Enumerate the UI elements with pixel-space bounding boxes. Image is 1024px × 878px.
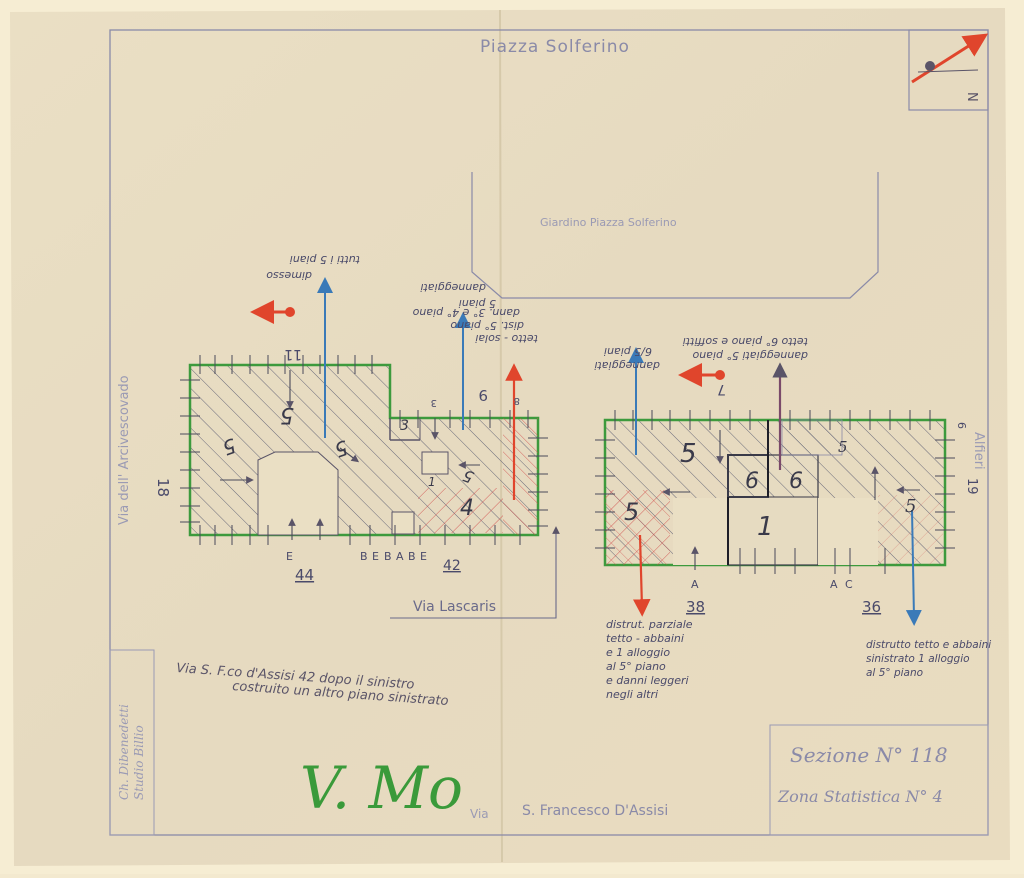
stamp: Ch. Dibenedetti Studio Billio xyxy=(109,649,155,836)
street-piazza-solferino: Piazza Solferino xyxy=(480,37,630,57)
cell-number: 4 xyxy=(460,496,474,521)
note-n9-a: tetto - solai xyxy=(475,332,538,345)
note-n9-mid: danneggiati xyxy=(420,281,486,294)
lot-label: A xyxy=(396,550,404,563)
garden-outline xyxy=(471,172,879,299)
lot-label: A xyxy=(691,578,699,591)
cell-number: 5 xyxy=(905,496,916,517)
note-line: negli altri xyxy=(606,688,658,701)
number-3: 3 xyxy=(431,397,437,408)
note-n7-b: danneggiati 5° piano xyxy=(692,349,808,362)
lot-label: E xyxy=(286,550,293,563)
number-36: 36 xyxy=(862,598,881,616)
section-zone: Zona Statistica N° 4 xyxy=(777,787,943,806)
compass: N xyxy=(908,29,989,111)
cell-number: 5 xyxy=(680,439,697,469)
street-via-label: Via xyxy=(470,807,489,821)
block-numbers: 44 42 38 36 18 19 6 11 7 9 8 3 xyxy=(154,346,979,616)
section-box: Sezione N° 118 Zona Statistica N° 4 xyxy=(769,724,989,836)
garden-label: Giardino Piazza Solferino xyxy=(540,216,677,229)
lot-label: A xyxy=(830,578,838,591)
damage-arrows xyxy=(250,277,922,626)
number-7: 7 xyxy=(717,381,726,397)
note-line: sinistrato 1 alloggio xyxy=(866,653,970,665)
block-right xyxy=(603,418,947,567)
note-line: tetto - abbaini xyxy=(606,632,684,645)
cell-number: 3 xyxy=(400,418,409,434)
number-9: 9 xyxy=(478,386,488,404)
note-38: distrut. parziale tetto - abbaini e 1 al… xyxy=(606,618,693,701)
lot-labels: E B E B A B E A A C xyxy=(286,550,853,591)
lot-label: B xyxy=(408,550,416,563)
number-18: 18 xyxy=(154,478,172,497)
number-11: 11 xyxy=(284,346,302,362)
cell-number: 5 xyxy=(280,402,294,427)
number-42: 42 xyxy=(443,558,461,574)
note-line: distrutto tetto e abbaini xyxy=(866,639,991,651)
stamp-line: Ch. Dibenedetti xyxy=(117,704,131,800)
note-line: al 5° piano xyxy=(866,667,923,679)
lot-label: E xyxy=(372,550,379,563)
block-arrows xyxy=(220,370,920,570)
note-n7-a: tetto 6° piano e soffitti xyxy=(683,335,808,348)
cell-number: 6 xyxy=(789,469,803,494)
note-line: al 5° piano xyxy=(606,660,666,673)
note-line: e danni leggeri xyxy=(606,674,689,687)
note-line: distrut. parziale xyxy=(606,618,693,631)
block-right-ticks xyxy=(595,410,955,574)
cell-number: 1 xyxy=(757,512,774,542)
number-19: 19 xyxy=(964,478,979,495)
cell-numbers: 5 5 5 5 6 6 1 5 5 4 1 3 xyxy=(219,402,803,542)
note-36: distrutto tetto e abbaini sinistrato 1 a… xyxy=(866,639,991,679)
street-francesco-assisi: S. Francesco D'Assisi xyxy=(522,803,668,819)
street-lascaris: Via Lascaris xyxy=(413,599,496,615)
note-n9-c: dann. 3° e 4° piano xyxy=(412,306,520,319)
street-alfieri: Alfieri xyxy=(971,432,986,470)
number-44: 44 xyxy=(295,566,314,584)
lot-label: B xyxy=(360,550,368,563)
block-left-ticks xyxy=(180,355,548,545)
note-n11-lower: dimesso xyxy=(266,269,312,282)
note-n11-upper: tutti i 5 piani xyxy=(290,253,360,266)
frame xyxy=(109,29,989,836)
section-title: Sezione N° 118 xyxy=(790,743,948,767)
number-8: 8 xyxy=(514,395,520,406)
note-n9-top: 5 piani xyxy=(459,297,496,310)
cell-number: 6 xyxy=(745,469,759,494)
stamp-line: Studio Billio xyxy=(132,725,146,800)
lot-label: E xyxy=(420,550,427,563)
cell-number: 5 xyxy=(624,498,639,526)
compass-letter: N xyxy=(964,92,979,102)
handwritten-notes: tutti i 5 piani dimesso 5 piani danneggi… xyxy=(266,253,808,372)
number-6: 6 xyxy=(955,422,968,429)
note-n38-a: 6/5 piani xyxy=(604,345,652,358)
note-n38-b: danneggiati xyxy=(594,359,660,372)
note-line: e 1 alloggio xyxy=(606,646,670,659)
lot-label: C xyxy=(845,578,853,591)
lascaris-arrow xyxy=(390,526,560,619)
lot-label: B xyxy=(384,550,392,563)
number-38: 38 xyxy=(686,598,705,616)
cell-number: 1 xyxy=(428,475,436,489)
cell-number: 5 xyxy=(838,438,848,456)
note-n9-b: dist. 5° piano xyxy=(450,319,524,332)
street-arcivescovado: Via dell' Arcivescovado xyxy=(117,375,132,525)
signature: V. Mo xyxy=(300,754,463,822)
